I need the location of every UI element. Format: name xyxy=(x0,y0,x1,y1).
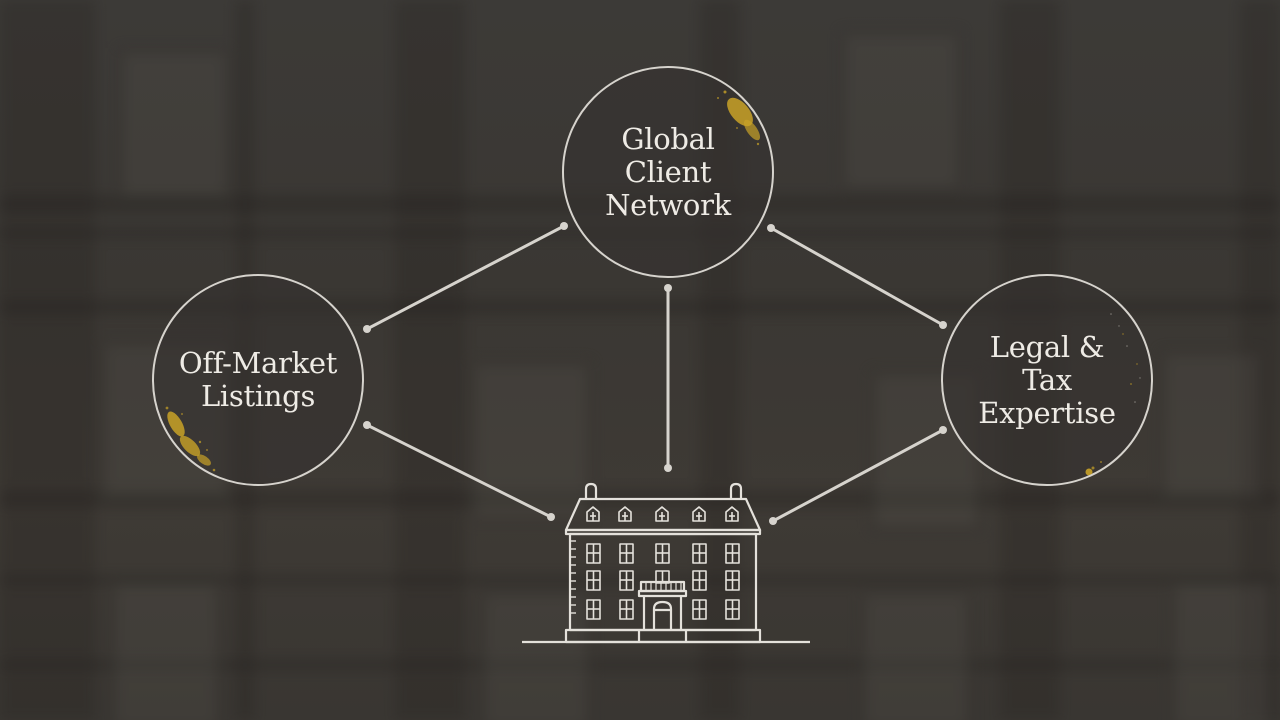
node-label: Legal & Tax Expertise xyxy=(978,329,1116,430)
connector-dot xyxy=(363,421,371,429)
connector-dot xyxy=(939,321,947,329)
connector-dot xyxy=(769,517,777,525)
connector-legal-to-center xyxy=(771,428,945,523)
connector-offmarket-to-center xyxy=(365,423,553,519)
connector-dot xyxy=(363,325,371,333)
connector-dot xyxy=(767,224,775,232)
mansion-building-icon xyxy=(522,482,810,644)
connector-dot xyxy=(664,284,672,292)
connector-global-to-legal xyxy=(769,226,945,327)
node-off-market-listings: Off-Market Listings xyxy=(152,274,364,486)
node-legal-tax-expertise: Legal & Tax Expertise xyxy=(941,274,1153,486)
node-label: Global Client Network xyxy=(605,121,731,222)
node-label: Off-Market Listings xyxy=(178,346,338,413)
connector-dot xyxy=(664,464,672,472)
connector-offmarket-to-global xyxy=(365,224,566,331)
connector-dot xyxy=(560,222,568,230)
connector-dot xyxy=(939,426,947,434)
connector-dot xyxy=(547,513,555,521)
node-global-client-network: Global Client Network xyxy=(562,66,774,278)
